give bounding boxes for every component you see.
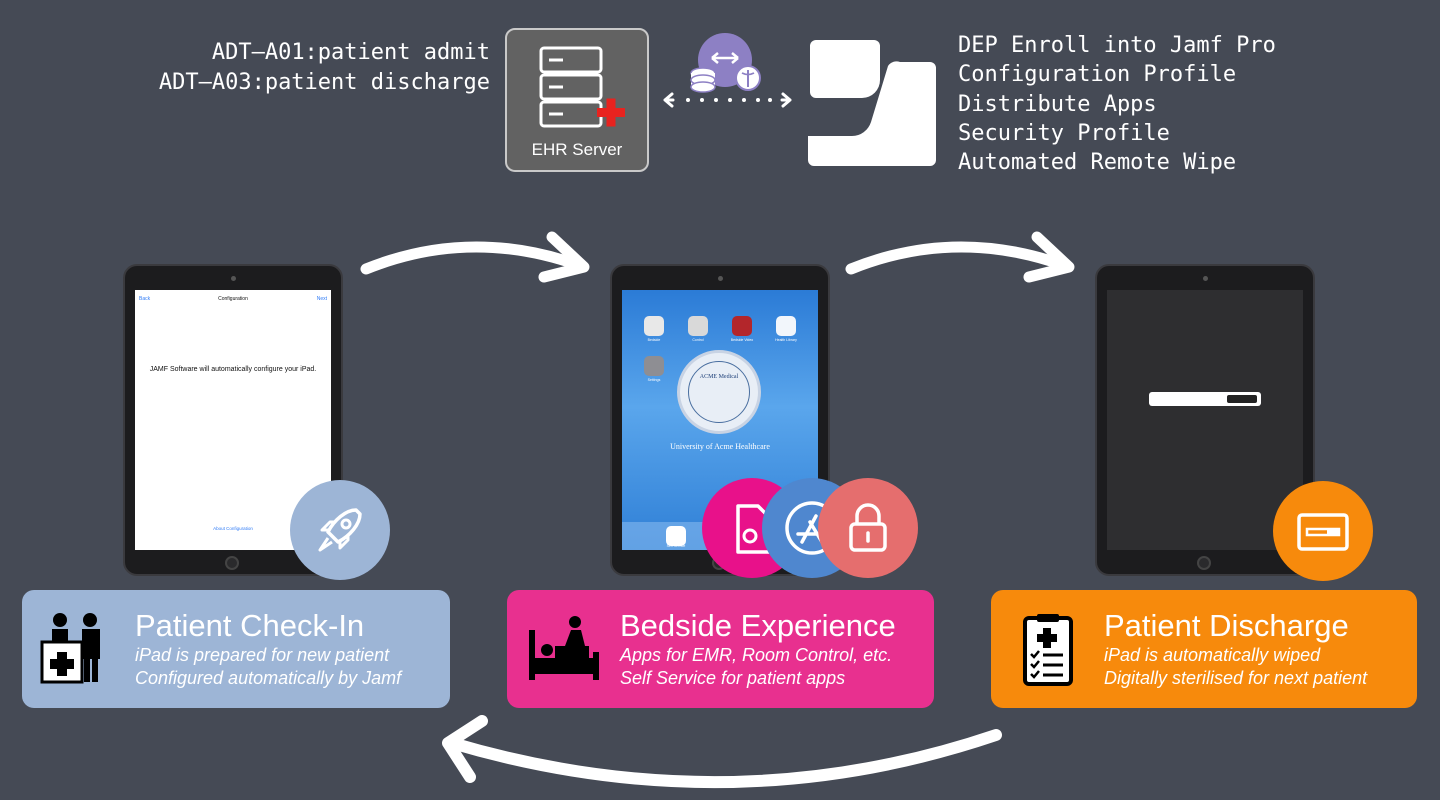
jamf-action-remote-wipe: Automated Remote Wipe	[958, 150, 1237, 176]
medical-caduceus-icon	[735, 65, 761, 91]
checkin-title: Patient Check-In	[135, 608, 365, 643]
setup-back-link[interactable]: Back	[139, 296, 151, 302]
ehr-server-label: EHR Server	[531, 140, 623, 159]
self-service-app-label: Self Service	[666, 544, 686, 548]
checkin-description: iPad is prepared for new patient Configu…	[135, 644, 401, 690]
settings-app-label: Settings	[647, 378, 661, 382]
health-library-app-label: Health Library	[775, 338, 797, 342]
stage-card-bedside: Bedside Experience Apps for EMR, Room Co…	[507, 590, 934, 708]
institution-name: University of Acme Healthcare	[670, 442, 770, 451]
progress-window-icon	[1297, 513, 1349, 551]
discharge-ipad-screen	[1107, 290, 1303, 550]
checkin-ipad: Back Configuration Next JAMF Software wi…	[123, 264, 343, 576]
stage-card-checkin: Patient Check-In iPad is prepared for ne…	[22, 590, 450, 708]
ehr-jamf-connector	[663, 33, 792, 108]
bedside-line-2: Self Service for patient apps	[620, 668, 846, 688]
jamf-action-distribute-apps: Distribute Apps	[958, 91, 1157, 117]
acme-medical-seal-icon: ACME Medical	[677, 350, 761, 434]
bedside-video-app-label: Bedside Video	[730, 338, 754, 342]
jamf-action-list: DEP Enroll into Jamf Pro Configuration P…	[958, 31, 1276, 177]
jamf-logo-icon	[808, 40, 936, 166]
ehr-server-node: EHR Server	[505, 28, 649, 172]
discharge-line-2: Digitally sterilised for next patient	[1104, 668, 1368, 688]
hl7-discharge-message: ADT–A03:patient discharge	[158, 70, 490, 95]
about-configuration-link[interactable]: About Configuration	[213, 526, 253, 531]
checkin-line-1: iPad is prepared for new patient	[135, 645, 390, 665]
stage-card-discharge: Patient Discharge iPad is automatically …	[991, 590, 1417, 708]
server-rack-icon	[539, 46, 625, 128]
rocket-icon	[318, 508, 362, 552]
wipe-progress-fill	[1227, 395, 1257, 403]
rocket-badge	[290, 480, 390, 580]
checkin-line-2: Configured automatically by Jamf	[135, 668, 402, 688]
self-service-app-icon[interactable]	[666, 526, 686, 546]
lock-badge	[818, 478, 918, 578]
bedside-app-icon[interactable]	[644, 316, 664, 336]
setup-next-link[interactable]: Next	[316, 296, 327, 302]
discharge-description: iPad is automatically wiped Digitally st…	[1104, 644, 1367, 690]
health-library-app-icon[interactable]	[776, 316, 796, 336]
control-app-label: Control	[692, 338, 704, 342]
lock-icon	[849, 503, 887, 552]
bedside-app-label: Bedside	[647, 338, 661, 342]
hl7-message-list: ADT–A01:patient admit ADT–A03:patient di…	[120, 38, 490, 98]
bedside-line-1: Apps for EMR, Room Control, etc.	[620, 645, 893, 665]
clipboard-checklist-icon	[1023, 614, 1073, 686]
setup-screen-title: Configuration	[218, 296, 248, 302]
control-app-icon[interactable]	[688, 316, 708, 336]
jamf-action-config-profile: Configuration Profile	[958, 62, 1237, 88]
seal-title: ACME Medical	[699, 374, 739, 380]
discharge-line-1: iPad is automatically wiped	[1104, 645, 1321, 665]
hl7-admit-message: ADT–A01:patient admit	[211, 40, 490, 65]
bedside-video-app-icon[interactable]	[732, 316, 752, 336]
wipe-badge	[1273, 481, 1373, 581]
bedside-description: Apps for EMR, Room Control, etc. Self Se…	[620, 644, 892, 690]
jamf-action-security-profile: Security Profile	[958, 120, 1170, 146]
database-icon	[690, 67, 716, 93]
bedside-title: Bedside Experience	[620, 608, 896, 643]
jamf-action-dep-enroll: DEP Enroll into Jamf Pro	[958, 33, 1276, 58]
setup-message: JAMF Software will automatically configu…	[149, 366, 317, 373]
hospital-bed-icon	[529, 616, 599, 680]
reception-desk-icon	[40, 613, 100, 684]
settings-gear-icon[interactable]	[644, 356, 664, 376]
discharge-title: Patient Discharge	[1104, 608, 1349, 643]
arrow-bedside-to-discharge	[845, 231, 1075, 283]
wipe-progress-bar	[1149, 392, 1261, 406]
arrow-discharge-to-checkin	[442, 715, 1002, 789]
arrow-checkin-to-bedside	[360, 231, 590, 283]
